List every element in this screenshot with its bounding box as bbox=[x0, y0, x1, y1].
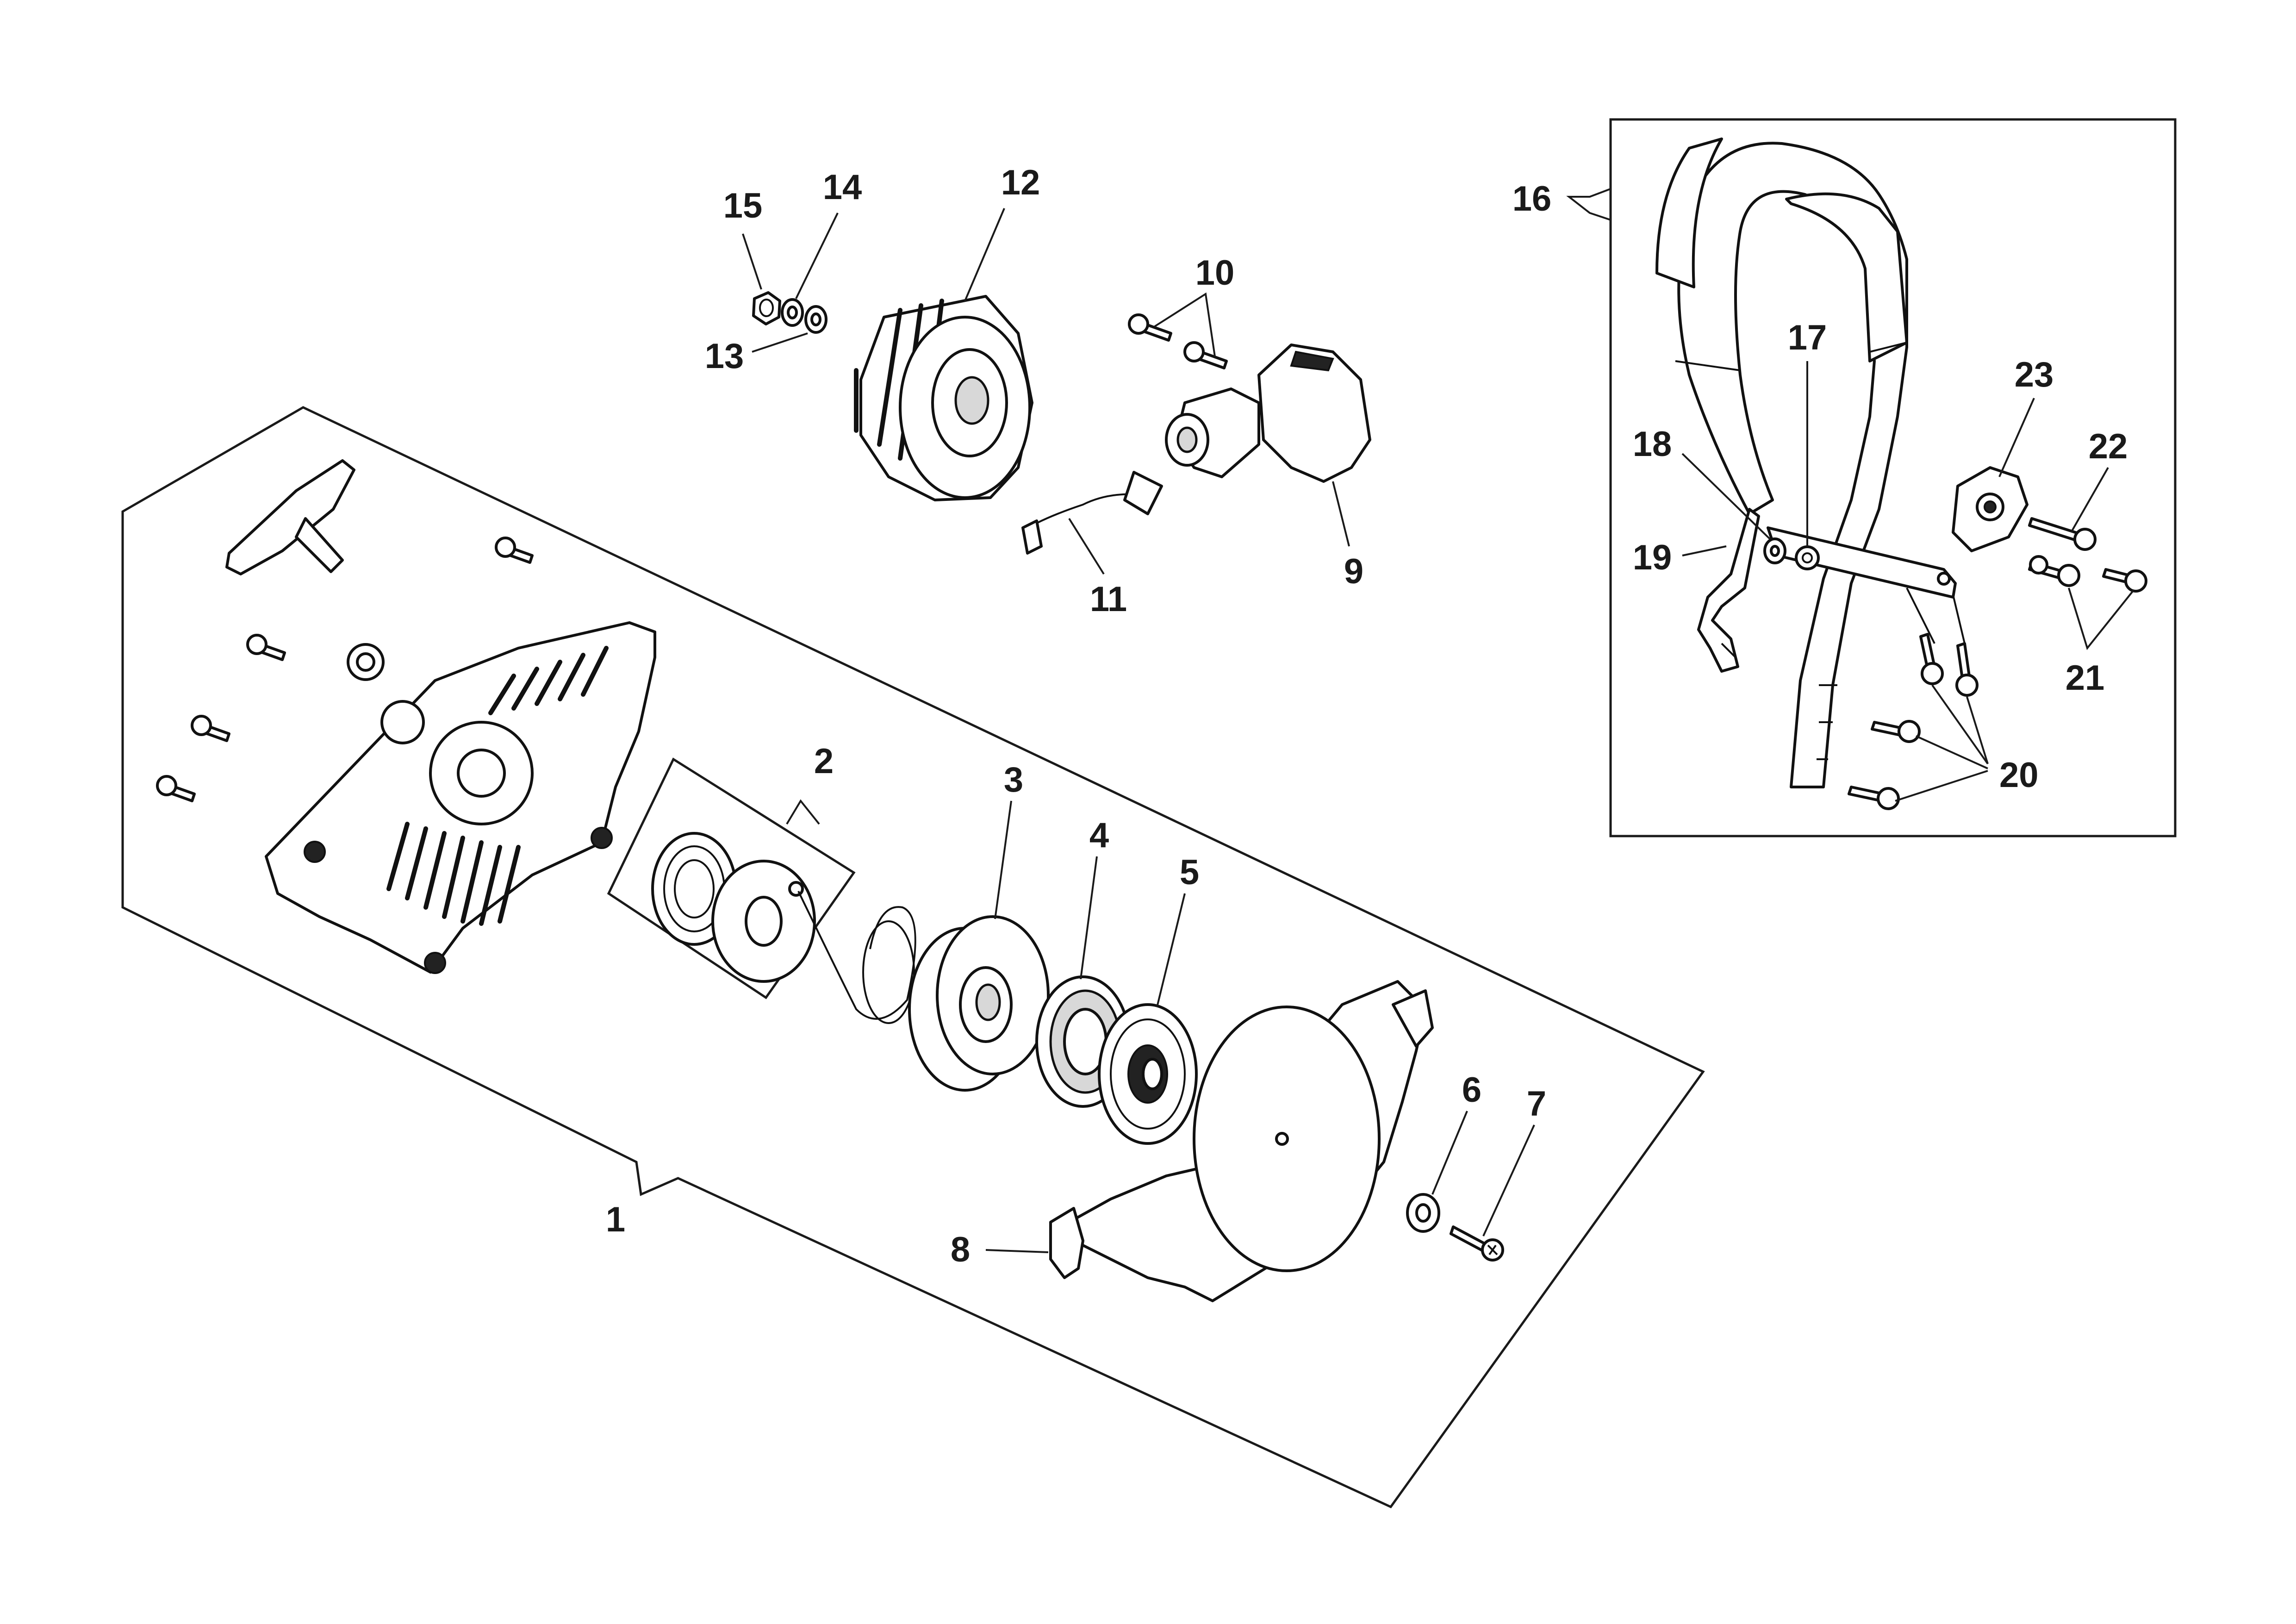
washer-6 bbox=[1406, 1193, 1440, 1233]
callout-8: 8 bbox=[951, 1230, 970, 1269]
flywheel bbox=[854, 295, 1033, 501]
pawl-carrier bbox=[1098, 1003, 1198, 1145]
starter-housing bbox=[265, 621, 656, 974]
callout-23: 23 bbox=[2015, 355, 2054, 394]
callout-21: 21 bbox=[2066, 658, 2105, 698]
ignition-coil bbox=[1165, 344, 1371, 483]
callout-22: 22 bbox=[2089, 427, 2128, 466]
callout-9: 9 bbox=[1344, 552, 1363, 591]
assembly-frame-1 bbox=[121, 406, 1705, 1509]
washer-14 bbox=[781, 298, 804, 327]
callout-18: 18 bbox=[1633, 425, 1672, 464]
washer-13 bbox=[804, 305, 828, 334]
callout-14: 14 bbox=[823, 168, 862, 207]
callout-7: 7 bbox=[1527, 1084, 1546, 1124]
starter-pulley bbox=[908, 915, 1050, 1092]
bracket-19 bbox=[1697, 508, 1760, 673]
callout-3: 3 bbox=[1004, 760, 1023, 800]
callout-labels: 1 2 3 4 5 6 7 8 9 10 11 12 13 14 15 16 1… bbox=[606, 163, 2128, 1269]
screw-17 bbox=[1795, 545, 1820, 570]
callout-19: 19 bbox=[1633, 538, 1672, 577]
spark-lead bbox=[1021, 471, 1163, 555]
screws-20 bbox=[1848, 587, 1979, 810]
leader-lines bbox=[742, 208, 2134, 1253]
washer-18 bbox=[1763, 537, 1786, 564]
front-handle bbox=[1655, 137, 1908, 788]
callout-1: 1 bbox=[606, 1200, 625, 1239]
screw-7 bbox=[1450, 1225, 1504, 1262]
callout-12: 12 bbox=[1001, 163, 1040, 202]
coil-screws bbox=[1128, 313, 1228, 369]
starter-handle bbox=[225, 459, 355, 575]
nut-15 bbox=[752, 291, 781, 325]
handle-frame-16 bbox=[1566, 118, 2177, 837]
callout-13: 13 bbox=[705, 337, 744, 376]
recoil-spring bbox=[651, 832, 816, 983]
callout-10: 10 bbox=[1195, 253, 1235, 293]
callout-6: 6 bbox=[1462, 1070, 1481, 1110]
callout-11: 11 bbox=[1090, 580, 1127, 619]
callout-17: 17 bbox=[1788, 318, 1827, 357]
screws-21 bbox=[2028, 555, 2147, 593]
callout-15: 15 bbox=[723, 186, 763, 225]
callout-5: 5 bbox=[1180, 853, 1199, 892]
callout-2: 2 bbox=[814, 742, 834, 781]
kit-frame-2 bbox=[607, 757, 856, 999]
callout-4: 4 bbox=[1089, 816, 1109, 855]
handle-knob bbox=[1952, 466, 2028, 552]
starter-rope bbox=[797, 891, 916, 1024]
starter-cover bbox=[1049, 980, 1434, 1302]
callout-20: 20 bbox=[1999, 756, 2039, 795]
spring-cassette bbox=[1035, 975, 1131, 1108]
housing-screws bbox=[156, 537, 534, 802]
screw-22 bbox=[2028, 517, 2097, 551]
callout-16: 16 bbox=[1512, 179, 1552, 219]
